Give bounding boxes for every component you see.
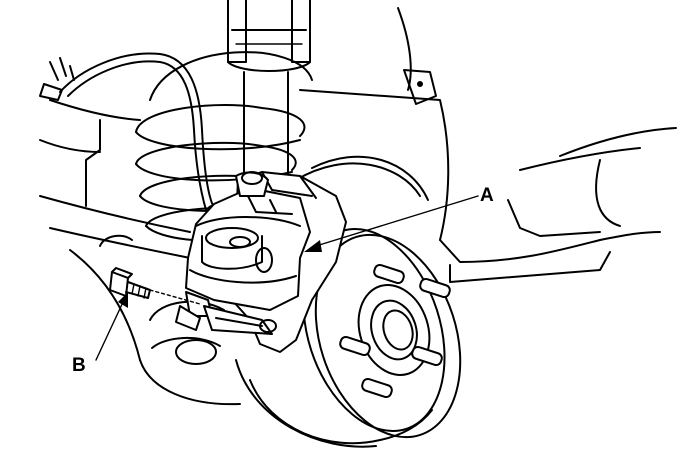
hub bbox=[357, 284, 431, 376]
callout-label-a: A bbox=[480, 185, 494, 206]
strut bbox=[227, 0, 311, 197]
control-arm bbox=[39, 99, 241, 406]
upper-slide-pin bbox=[235, 171, 269, 197]
brake-hose bbox=[39, 52, 217, 215]
brake-caliper bbox=[185, 187, 311, 311]
mounting-bolt bbox=[109, 267, 201, 305]
caliper-pins bbox=[175, 291, 277, 335]
leader-b bbox=[95, 292, 128, 361]
callout-label-b: B bbox=[72, 355, 86, 376]
leader-a bbox=[304, 195, 479, 252]
body-panel bbox=[299, 7, 677, 283]
wheel-studs bbox=[339, 263, 451, 399]
